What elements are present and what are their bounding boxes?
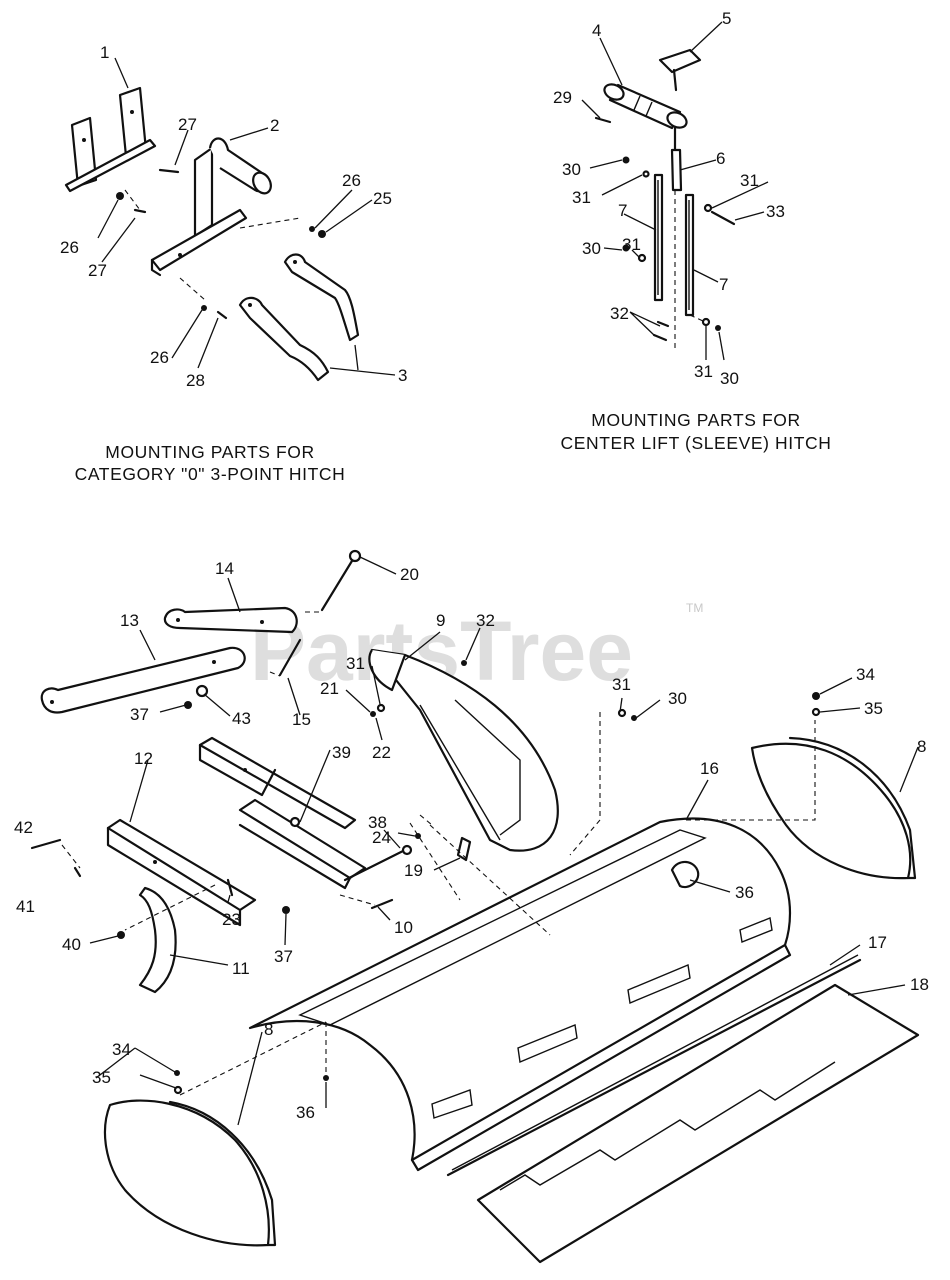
- watermark-tm: TM: [686, 601, 703, 615]
- callout-30-mid: 30: [582, 239, 601, 258]
- callout-42: 42: [14, 818, 33, 837]
- caption-three-point-line2: CATEGORY "0" 3-POINT HITCH: [75, 464, 346, 484]
- callout-31-right-main: 31: [612, 675, 631, 694]
- callout-38: 38: [368, 813, 387, 832]
- part-8-side-panel-right: [750, 736, 917, 880]
- part-3-lift-arms: [238, 253, 360, 382]
- callout-17: 17: [868, 933, 887, 952]
- part-11-curved-strap: [138, 886, 177, 994]
- callout-3: 3: [398, 366, 407, 385]
- callout-43: 43: [232, 709, 251, 728]
- callout-26-left: 26: [60, 238, 79, 257]
- caption-sleeve-line1: MOUNTING PARTS FOR: [591, 410, 800, 430]
- callout-20: 20: [400, 565, 419, 584]
- callout-14: 14: [215, 559, 234, 578]
- callout-21: 21: [320, 679, 339, 698]
- part-18-shield: [476, 983, 920, 1264]
- callout-31-right: 31: [740, 171, 759, 190]
- part-6-link-top: [670, 148, 683, 192]
- callout-9: 9: [436, 611, 445, 630]
- callout-6: 6: [716, 149, 725, 168]
- callout-8-left: 8: [264, 1020, 273, 1039]
- callout-1: 1: [100, 43, 109, 62]
- callout-labels: 1 2 3 27 26 25 26 27 26 28 4 5 29 6 30 3…: [14, 9, 929, 1122]
- sleeve-hitch-parts: [581, 21, 769, 361]
- callout-34-top: 34: [856, 665, 875, 684]
- part-20-bolt: [320, 554, 357, 612]
- callout-35-top: 35: [864, 699, 883, 718]
- callout-40: 40: [62, 935, 81, 954]
- part-5-pin-clip: [658, 48, 702, 92]
- callout-37-top: 37: [130, 705, 149, 724]
- part-4-tube: [603, 83, 688, 130]
- callout-24: 24: [372, 828, 391, 847]
- callout-26-right: 26: [342, 171, 361, 190]
- callout-37-bottom: 37: [274, 947, 293, 966]
- callout-33: 33: [766, 202, 785, 221]
- section-captions: MOUNTING PARTS FOR CATEGORY "0" 3-POINT …: [75, 410, 831, 484]
- callout-41: 41: [16, 897, 35, 916]
- callout-15: 15: [292, 710, 311, 729]
- part-13-link: [40, 646, 246, 714]
- callout-16: 16: [700, 759, 719, 778]
- part-12-frame: [106, 736, 367, 927]
- part-15-pin: [278, 638, 302, 677]
- callout-19: 19: [404, 861, 423, 880]
- callout-8-right: 8: [917, 737, 926, 756]
- callout-35-bottom: 35: [92, 1068, 111, 1087]
- callout-39: 39: [332, 743, 351, 762]
- callout-36-bottom: 36: [296, 1103, 315, 1122]
- part-9-cover: [368, 648, 559, 852]
- callout-31-bottom: 31: [694, 362, 713, 381]
- callout-10: 10: [394, 918, 413, 937]
- callout-23: 23: [222, 910, 241, 929]
- callout-12: 12: [134, 749, 153, 768]
- callout-27-top: 27: [178, 115, 197, 134]
- part-27-bolt: [133, 208, 147, 214]
- callout-25: 25: [373, 189, 392, 208]
- callout-30-bottom: 30: [720, 369, 739, 388]
- part-1-bracket: [64, 86, 157, 193]
- callout-32-top: 32: [610, 304, 629, 323]
- callout-4: 4: [592, 21, 601, 40]
- part-14-link: [163, 606, 298, 634]
- callout-29: 29: [553, 88, 572, 107]
- part-16-hood: [248, 817, 792, 1172]
- callout-26-bottom: 26: [150, 348, 169, 367]
- callout-11: 11: [232, 959, 250, 978]
- part-2-lift-bracket: [150, 137, 272, 277]
- part-7-chains: [653, 173, 695, 317]
- part-26-nut: [116, 192, 124, 200]
- callout-2: 2: [270, 116, 279, 135]
- callout-31-mid: 31: [622, 235, 641, 254]
- callout-27-bottom: 27: [88, 261, 107, 280]
- caption-sleeve-line2: CENTER LIFT (SLEEVE) HITCH: [560, 433, 831, 453]
- callout-34-bottom: 34: [112, 1040, 131, 1059]
- part-17-rod: [446, 958, 862, 1177]
- part-27-bolt-upper: [158, 168, 180, 174]
- callout-13: 13: [120, 611, 139, 630]
- callout-32-main: 32: [476, 611, 495, 630]
- callout-31-left: 31: [572, 188, 591, 207]
- callout-18: 18: [910, 975, 929, 994]
- callout-5: 5: [722, 9, 731, 28]
- callout-7-upper: 7: [618, 201, 627, 220]
- callout-36-right: 36: [735, 883, 754, 902]
- callout-28: 28: [186, 371, 205, 390]
- callout-31-main: 31: [346, 654, 365, 673]
- callout-7-lower: 7: [719, 275, 728, 294]
- caption-three-point-line1: MOUNTING PARTS FOR: [105, 442, 314, 462]
- three-point-hitch-parts: [64, 57, 396, 382]
- callout-22: 22: [372, 743, 391, 762]
- callout-30-main: 30: [668, 689, 687, 708]
- part-8-side-panel-left: [103, 1099, 277, 1247]
- main-assembly: [30, 549, 920, 1264]
- callout-30-top: 30: [562, 160, 581, 179]
